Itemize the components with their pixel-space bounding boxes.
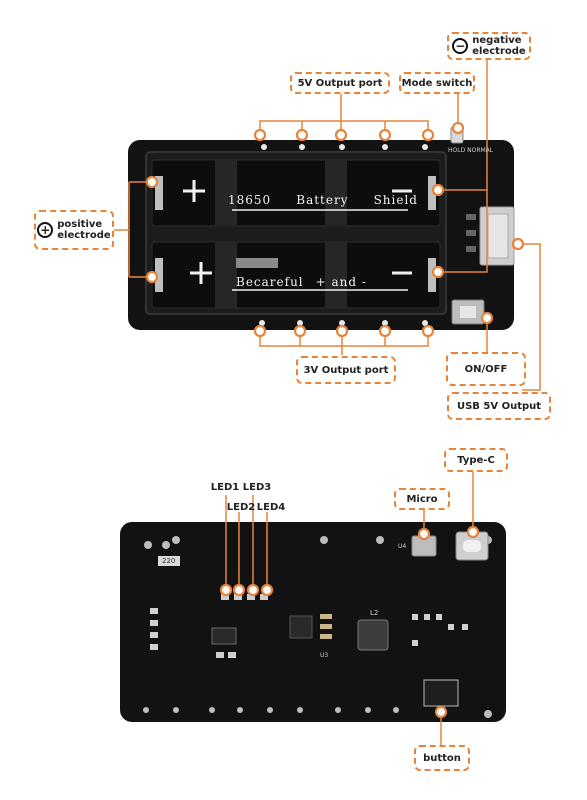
top-header-pads (261, 144, 428, 150)
battery-contacts (155, 176, 436, 292)
silk-line2: Becareful + and - (236, 275, 376, 289)
bottom-callout-lines (225, 472, 474, 745)
silk-switch-label: HOLD NORMAL (448, 147, 494, 154)
top-callout-lines (113, 54, 541, 391)
positive-electrode-line2: electrode (57, 230, 111, 241)
inductor-l2 (357, 619, 389, 651)
silk-shield: Shield (373, 193, 418, 207)
polarity-minus-marks (392, 189, 412, 275)
led1-callout: LED1 (210, 481, 240, 493)
negative-electrode-line2: electrode (472, 46, 526, 57)
silk-line1: 18650 Battery Shield (228, 193, 418, 207)
led2-callout: LED2 (226, 501, 256, 513)
bottom-callout-dots (219, 525, 480, 719)
negative-electrode-line1: negative (472, 35, 522, 46)
silk-u3: U3 (320, 652, 329, 659)
silk-l2: L2 (370, 609, 379, 617)
three-v-output-callout: 3V Output port (296, 356, 396, 384)
plus-circle-icon: + (37, 222, 54, 238)
ic-main (289, 615, 313, 639)
minus-circle-icon: − (452, 38, 469, 54)
silk-u4: U4 (398, 543, 407, 550)
silk-18650: 18650 (228, 193, 272, 207)
bottom-button-body (423, 679, 459, 707)
positive-electrode-callout: + positive electrode (34, 210, 114, 250)
top-callout-dots (145, 121, 525, 338)
chip-220 (158, 556, 180, 566)
usb-5v-output-callout: USB 5V Output (447, 392, 551, 420)
polarity-plus-marks (183, 180, 212, 284)
silk-plus-and-minus: + and - (315, 275, 367, 289)
silk-battery: Battery (296, 193, 349, 207)
micro-callout: Micro (394, 488, 450, 510)
five-v-output-callout: 5V Output port (290, 72, 390, 94)
top-pcb (128, 126, 515, 330)
mode-switch-callout: Mode switch (399, 72, 475, 94)
negative-electrode-callout: − negative electrode (447, 32, 531, 60)
silk-becareful: Becareful (236, 275, 304, 289)
led4-callout: LED4 (256, 501, 286, 513)
bottom-header-pads (259, 320, 428, 326)
button-callout: button (414, 745, 470, 771)
on-off-callout: ON/OFF (446, 352, 526, 386)
led3-callout: LED3 (242, 481, 272, 493)
silk-chip-220: 220 (162, 557, 176, 565)
positive-electrode-line1: positive (57, 219, 103, 230)
bottom-pcb (120, 522, 506, 722)
type-c-callout: Type-C (444, 448, 508, 472)
led-pads (221, 594, 268, 600)
